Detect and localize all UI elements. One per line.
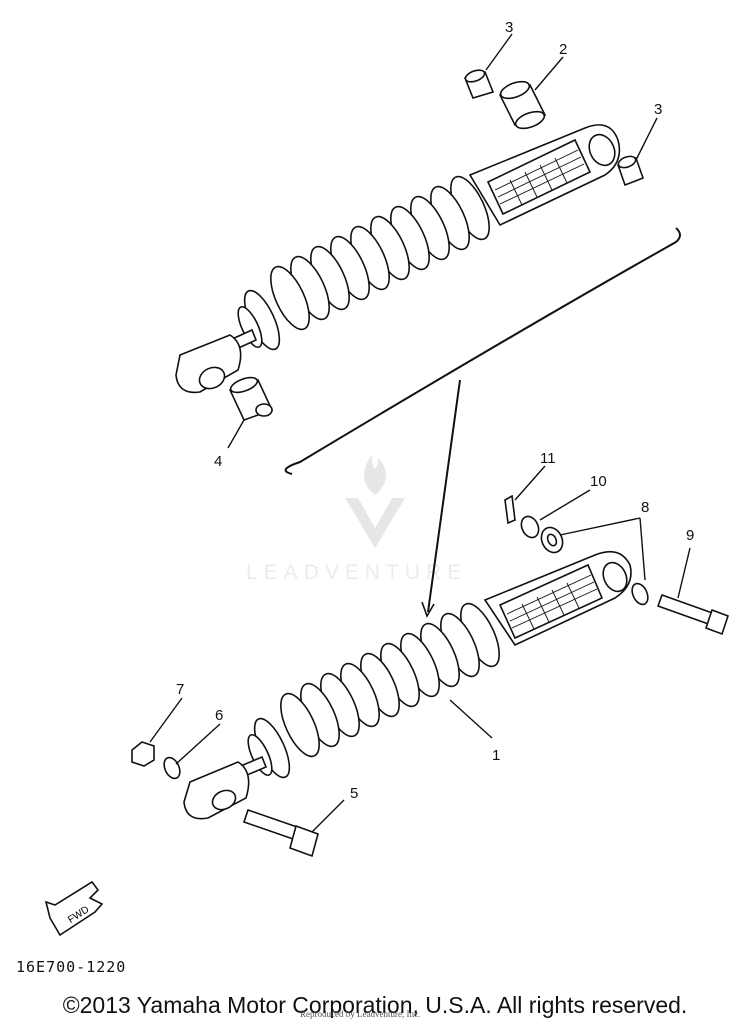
callout-4: 4 — [214, 453, 222, 470]
callout-2: 2 — [559, 41, 567, 58]
watermark-text: LEADVENTURE — [246, 561, 467, 584]
callout-11: 11 — [540, 450, 556, 467]
callout-3-top: 3 — [505, 19, 513, 36]
callout-10: 10 — [590, 473, 607, 490]
callout-7: 7 — [176, 681, 184, 698]
callout-numbers: 3 2 3 4 11 10 8 9 7 6 1 5 — [176, 19, 694, 802]
diagram-code: 16E700-1220 — [16, 958, 127, 976]
leader-lines — [149, 33, 691, 833]
callout-1: 1 — [492, 747, 500, 764]
upper-bushings — [228, 69, 645, 421]
lower-shock-absorber — [183, 550, 632, 820]
upper-shock-absorber — [175, 124, 621, 394]
leadventure-watermark: LEADVENTURE — [246, 455, 467, 584]
copyright-notice: ©2013 Yamaha Motor Corporation, U.S.A. A… — [62, 992, 688, 1018]
callout-3-right: 3 — [654, 101, 662, 118]
assembly-bracket — [284, 227, 681, 618]
callout-6: 6 — [215, 707, 223, 724]
reproduced-note: Reproduced by Leadventure, Inc. — [300, 1009, 421, 1019]
fwd-arrow-icon: FWD — [44, 880, 104, 937]
callout-5: 5 — [350, 785, 358, 802]
callout-9: 9 — [686, 527, 694, 544]
v-logo-icon — [345, 498, 405, 548]
lower-hardware — [131, 494, 730, 858]
callout-8: 8 — [641, 499, 649, 516]
flame-logo-icon — [364, 455, 386, 495]
